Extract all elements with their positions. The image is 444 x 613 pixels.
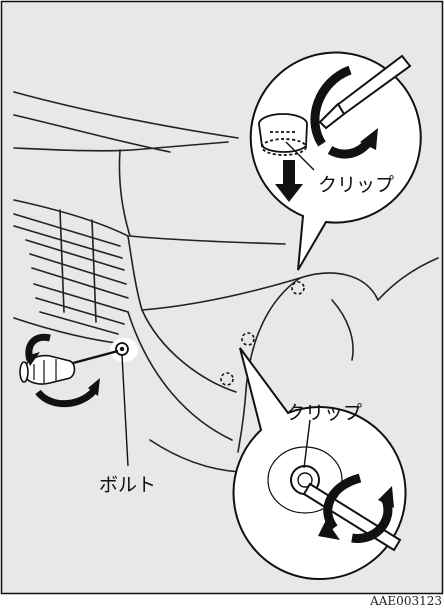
clip-label-top: クリップ [318, 170, 394, 197]
figure-code: AAE003123 [370, 594, 442, 608]
bolt-label: ボルト [99, 470, 156, 497]
clip-label-bottom: クリップ [286, 398, 362, 425]
clip-symbol-icon [259, 114, 307, 155]
